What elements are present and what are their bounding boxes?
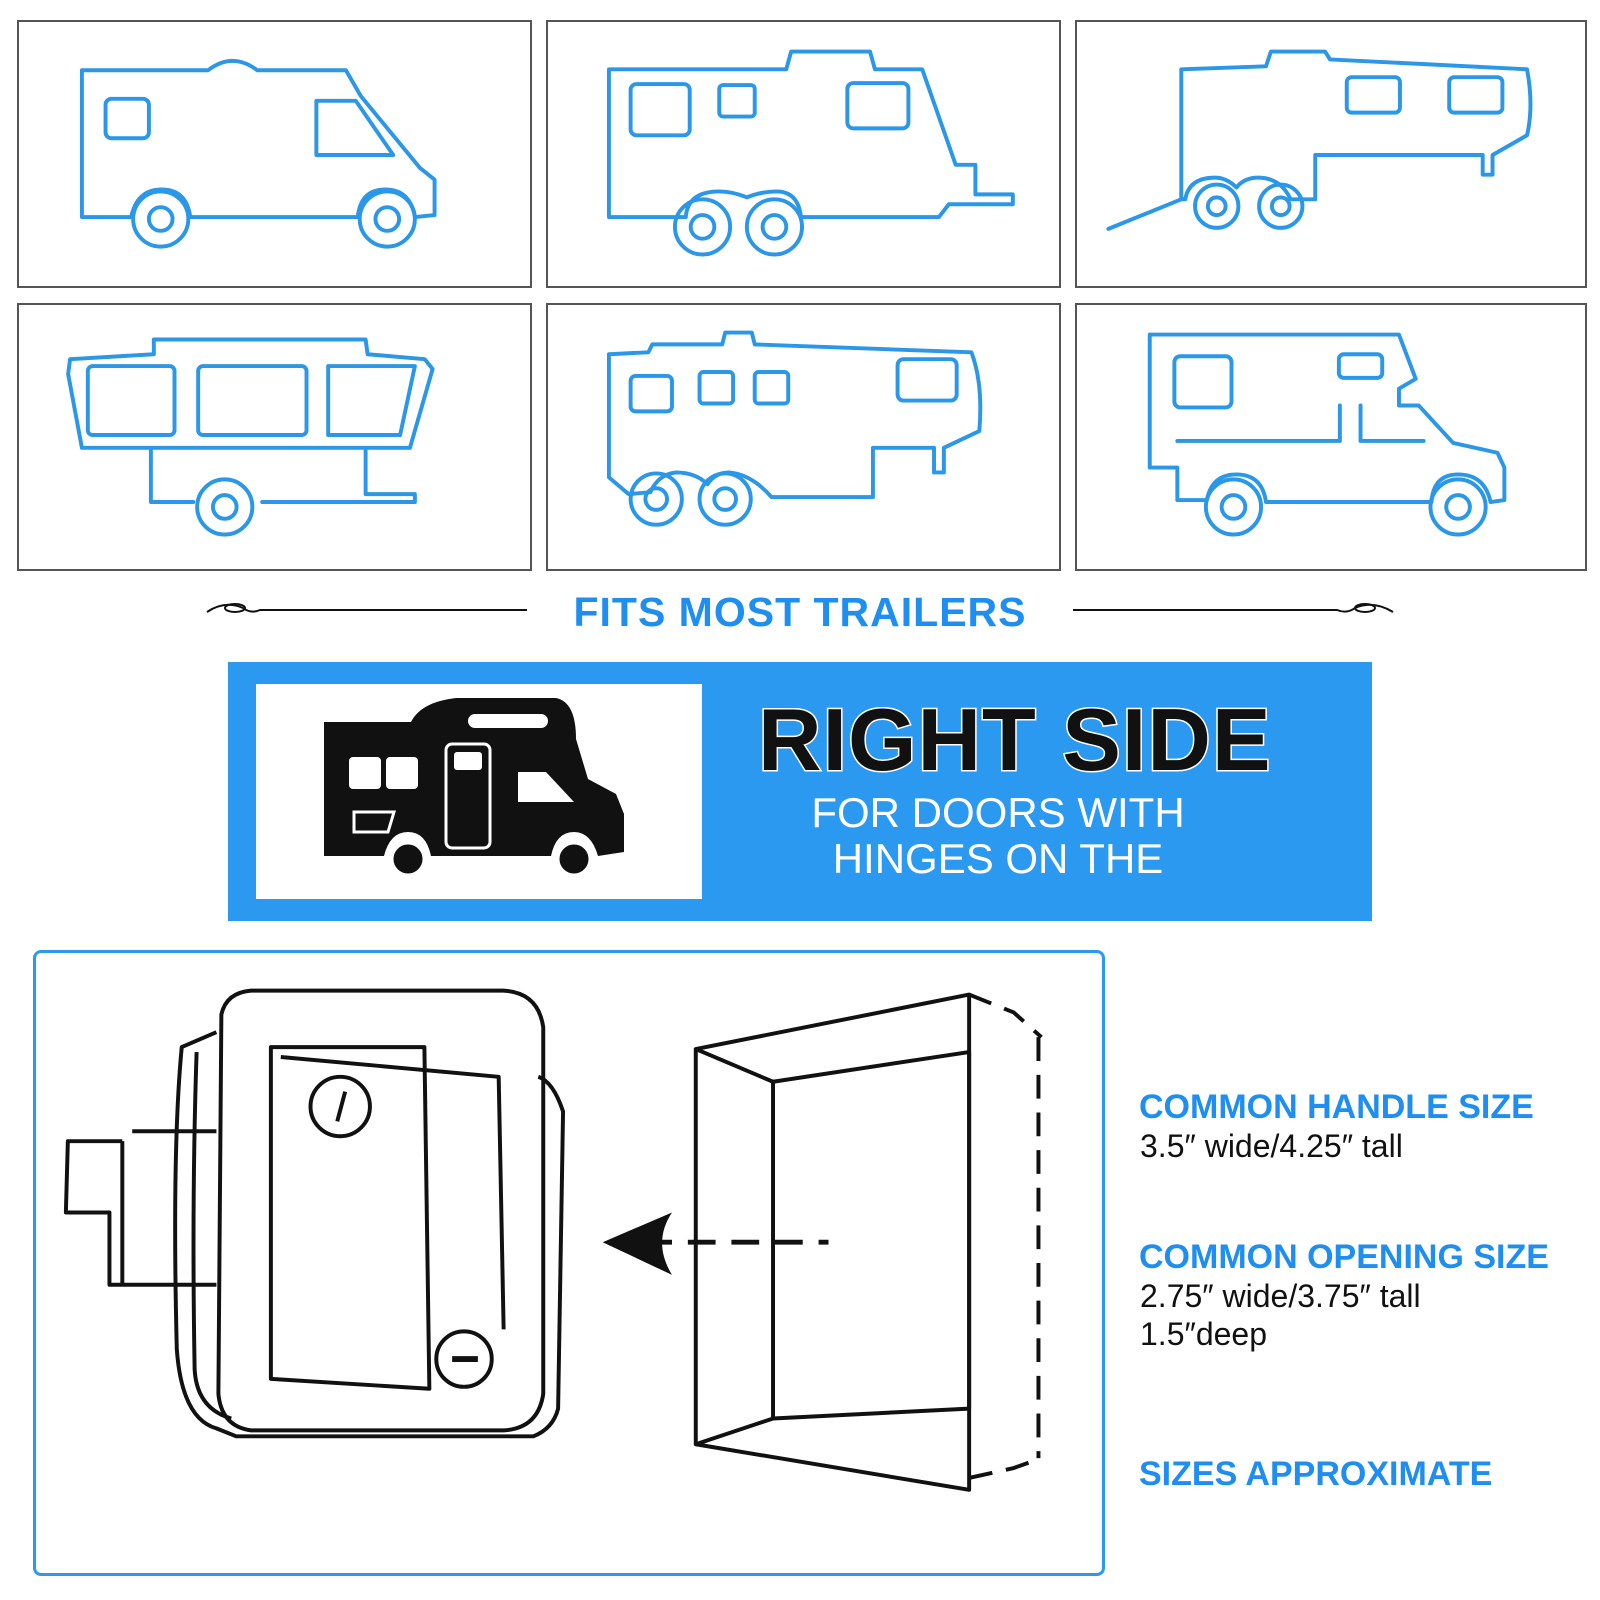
door-handle-icon — [63, 988, 566, 1439]
vehicle-card-fifth-wheel — [1075, 20, 1587, 288]
handle-opening-diagram — [33, 950, 1105, 1576]
door-opening-icon — [693, 992, 1043, 1492]
fits-divider: FITS MOST TRAILERS — [205, 589, 1395, 635]
fifth-wheel-icon — [1106, 49, 1533, 231]
arrow-left-icon — [602, 1212, 829, 1275]
vehicle-card-class-c — [17, 20, 532, 288]
opening-size-title: COMMON OPENING SIZE — [1139, 1238, 1549, 1276]
opening-depth-value: 1.5″deep — [1140, 1316, 1267, 1352]
popup-camper-icon — [66, 337, 435, 537]
handle-and-opening-drawing — [63, 988, 1043, 1492]
handle-size-value: 3.5″ wide/4.25″ tall — [1140, 1128, 1403, 1164]
vehicle-card-fifth-wheel-large — [546, 303, 1061, 571]
vehicle-card-travel-trailer — [546, 20, 1061, 288]
opening-size-value: 2.75″ wide/3.75″ tall — [1140, 1278, 1421, 1314]
door-side-banner: RIGHT SIDE FOR DOORS WITH HINGES ON THE — [228, 662, 1372, 921]
black-motorhome-icon — [324, 698, 624, 879]
fits-title: FITS MOST TRAILERS — [573, 589, 1027, 635]
flourish-line-icon — [206, 603, 1394, 613]
vehicle-card-popup — [17, 303, 532, 571]
fifth-wheel-large-icon — [606, 330, 983, 527]
banner-line-1: FOR DOORS WITH — [811, 789, 1185, 836]
banner-line-2: HINGES ON THE — [832, 835, 1164, 882]
vehicle-card-truck-camper — [1075, 303, 1587, 571]
sizes-approximate-note: SIZES APPROXIMATE — [1139, 1455, 1493, 1493]
handle-size-title: COMMON HANDLE SIZE — [1139, 1088, 1534, 1126]
travel-trailer-icon — [606, 49, 1015, 257]
banner-image-box — [256, 684, 702, 899]
banner-title: RIGHT SIDE — [757, 689, 1273, 791]
class-c-motorhome-icon — [79, 58, 437, 249]
truck-camper-icon — [1147, 332, 1507, 537]
